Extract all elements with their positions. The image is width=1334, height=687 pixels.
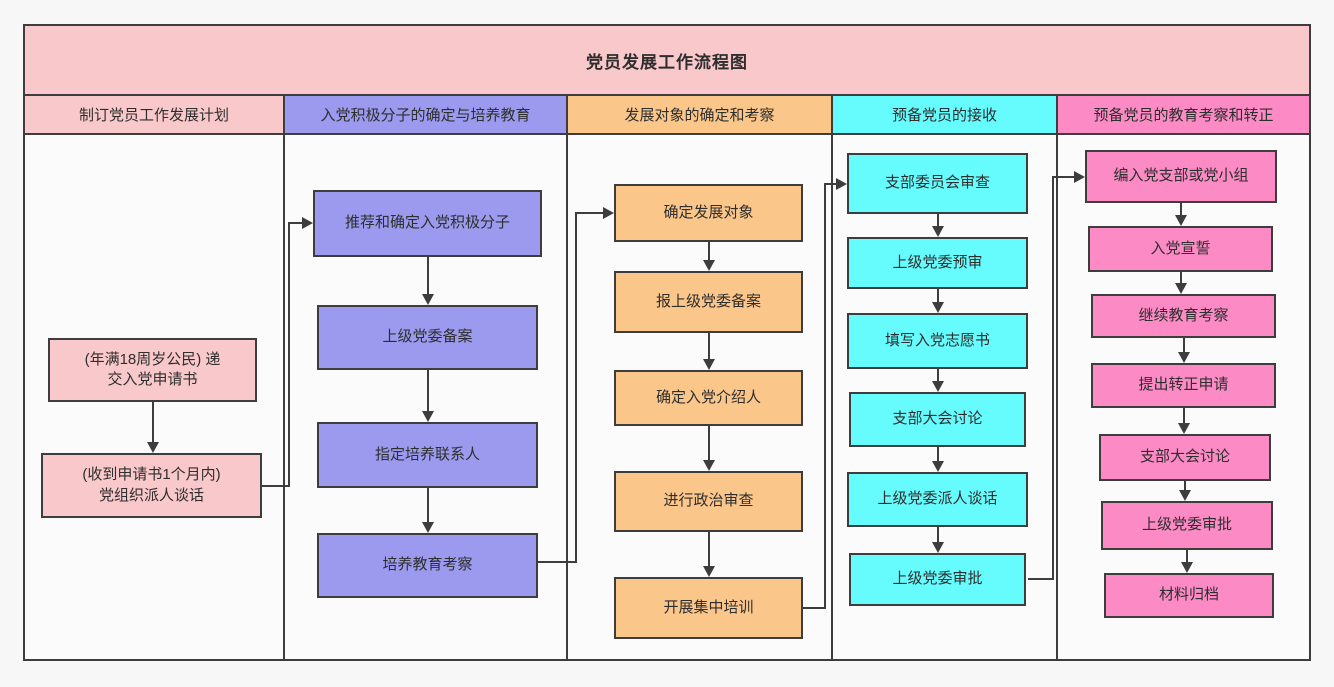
arrow-down-icon bbox=[932, 381, 944, 392]
connector-line bbox=[803, 607, 825, 609]
arrow-down-icon bbox=[932, 226, 944, 237]
arrow-down-icon bbox=[147, 442, 159, 453]
arrow-down-icon bbox=[932, 302, 944, 313]
arrow-down-icon bbox=[1175, 215, 1187, 226]
lane-header-4: 预备党员的接收 bbox=[831, 94, 1058, 135]
lane-header-5: 预备党员的教育考察和转正 bbox=[1056, 94, 1311, 135]
flow-line bbox=[427, 488, 429, 524]
arrow-right-icon bbox=[836, 178, 847, 190]
flow-node: 上级党委预审 bbox=[847, 237, 1028, 289]
arrow-down-icon bbox=[1175, 283, 1187, 294]
connector-line bbox=[1052, 176, 1054, 580]
flow-line bbox=[1180, 203, 1182, 217]
arrow-right-icon bbox=[1074, 171, 1085, 183]
connector-line bbox=[1028, 578, 1053, 580]
flow-node: (年满18周岁公民) 递 交入党申请书 bbox=[48, 338, 257, 402]
flow-line bbox=[1180, 272, 1182, 285]
connector-line bbox=[575, 212, 605, 214]
arrow-down-icon bbox=[1178, 352, 1190, 363]
flow-line bbox=[152, 402, 154, 444]
lane-header-3: 发展对象的确定和考察 bbox=[566, 94, 833, 135]
flow-node: 推荐和确定入党积极分子 bbox=[313, 190, 542, 257]
connector-line bbox=[824, 183, 826, 609]
arrow-right-icon bbox=[302, 217, 313, 229]
flow-line bbox=[427, 257, 429, 296]
connector-line bbox=[288, 222, 290, 487]
flow-line bbox=[708, 242, 710, 262]
flow-node: 确定发展对象 bbox=[614, 184, 803, 242]
flow-node: 入党宣誓 bbox=[1088, 226, 1273, 272]
flow-node: 支部委员会审查 bbox=[847, 153, 1028, 214]
flow-node: 培养教育考察 bbox=[317, 533, 538, 598]
lane-header-1: 制订党员工作发展计划 bbox=[23, 94, 285, 135]
diagram-title: 党员发展工作流程图 bbox=[23, 24, 1311, 96]
flow-node: 上级党委派人谈话 bbox=[847, 472, 1028, 527]
flow-line bbox=[708, 426, 710, 462]
arrow-down-icon bbox=[703, 260, 715, 271]
flow-node: 填写入党志愿书 bbox=[847, 313, 1028, 369]
flow-node: 提出转正申请 bbox=[1091, 363, 1276, 408]
flow-node: 上级党委备案 bbox=[317, 305, 538, 370]
flow-line bbox=[427, 370, 429, 413]
arrow-down-icon bbox=[1181, 562, 1193, 573]
arrow-down-icon bbox=[703, 359, 715, 370]
flow-node: 报上级党委备案 bbox=[614, 271, 803, 333]
flow-line bbox=[1183, 338, 1185, 354]
connector-line bbox=[538, 561, 576, 563]
flow-node: 上级党委审批 bbox=[849, 553, 1026, 606]
flow-node: 编入党支部或党小组 bbox=[1085, 150, 1277, 203]
flow-node: 继续教育考察 bbox=[1091, 294, 1276, 338]
connector-line bbox=[824, 183, 838, 185]
flow-node: 上级党委审批 bbox=[1101, 501, 1273, 550]
flow-line bbox=[708, 333, 710, 361]
arrow-down-icon bbox=[422, 522, 434, 533]
flow-line bbox=[937, 369, 939, 383]
flow-node: 材料归档 bbox=[1104, 573, 1274, 618]
flow-node: (收到申请书1个月内) 党组织派人谈话 bbox=[41, 453, 262, 518]
connector-line bbox=[1052, 176, 1076, 178]
flow-line bbox=[937, 447, 939, 463]
lane-header-2: 入党积极分子的确定与培养教育 bbox=[283, 94, 568, 135]
flow-line bbox=[1184, 481, 1186, 492]
flow-node: 指定培养联系人 bbox=[317, 422, 538, 488]
flow-node: 确定入党介绍人 bbox=[614, 370, 803, 426]
arrow-down-icon bbox=[422, 411, 434, 422]
flow-line bbox=[937, 289, 939, 304]
arrow-right-icon bbox=[603, 207, 614, 219]
arrow-down-icon bbox=[932, 461, 944, 472]
flow-node: 支部大会讨论 bbox=[849, 392, 1026, 447]
connector-line bbox=[575, 212, 577, 563]
flow-node: 开展集中培训 bbox=[614, 577, 803, 639]
connector-line bbox=[262, 485, 289, 487]
flow-node: 支部大会讨论 bbox=[1099, 434, 1271, 481]
flow-line bbox=[937, 527, 939, 544]
arrow-down-icon bbox=[422, 294, 434, 305]
arrow-down-icon bbox=[703, 566, 715, 577]
flow-line bbox=[1186, 550, 1188, 564]
arrow-down-icon bbox=[932, 542, 944, 553]
flow-line bbox=[1183, 408, 1185, 425]
flow-line bbox=[937, 214, 939, 228]
arrow-down-icon bbox=[1178, 423, 1190, 434]
connector-line bbox=[288, 222, 304, 224]
flow-node: 进行政治审查 bbox=[614, 471, 803, 532]
arrow-down-icon bbox=[703, 460, 715, 471]
arrow-down-icon bbox=[1179, 490, 1191, 501]
flow-line bbox=[708, 532, 710, 568]
